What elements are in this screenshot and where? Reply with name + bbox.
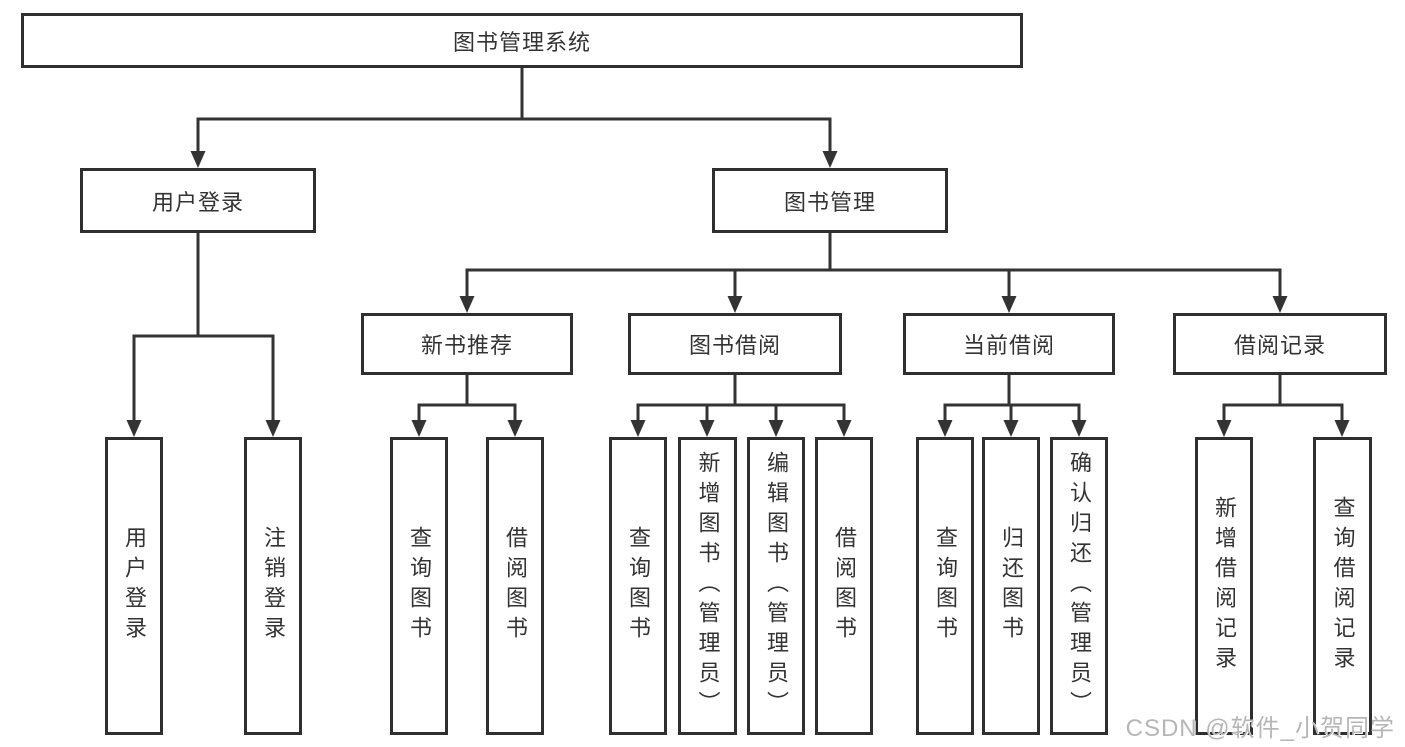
leaf-edit-book-admin: 编辑图书（管理员） [747, 437, 805, 735]
node-book-borrowing: 图书借阅 [628, 313, 842, 375]
leaf-query-books-borrowing: 查询图书 [609, 437, 667, 735]
node-user-login-branch: 用户登录 [80, 168, 316, 233]
leaf-confirm-return-admin: 确认归还（管理员） [1050, 437, 1108, 735]
leaf-logout: 注销登录 [244, 437, 302, 735]
leaf-borrow-books-borrowing: 借阅图书 [815, 437, 873, 735]
leaf-query-books-recommend: 查询图书 [390, 437, 448, 735]
leaf-user-login: 用户登录 [105, 437, 163, 735]
leaf-return-books: 归还图书 [982, 437, 1040, 735]
leaf-add-book-admin: 新增图书（管理员） [678, 437, 737, 735]
leaf-query-borrow-record: 查询借阅记录 [1313, 437, 1372, 735]
node-library-management-system: 图书管理系统 [21, 13, 1023, 68]
node-borrowing-records: 借阅记录 [1173, 313, 1387, 375]
leaf-query-books-current: 查询图书 [916, 437, 974, 735]
node-new-book-recommendation: 新书推荐 [361, 313, 573, 375]
node-current-borrowing: 当前借阅 [903, 313, 1115, 375]
leaf-borrow-books-recommend: 借阅图书 [486, 437, 544, 735]
leaf-add-borrow-record: 新增借阅记录 [1195, 437, 1253, 735]
node-book-management-branch: 图书管理 [712, 168, 948, 233]
